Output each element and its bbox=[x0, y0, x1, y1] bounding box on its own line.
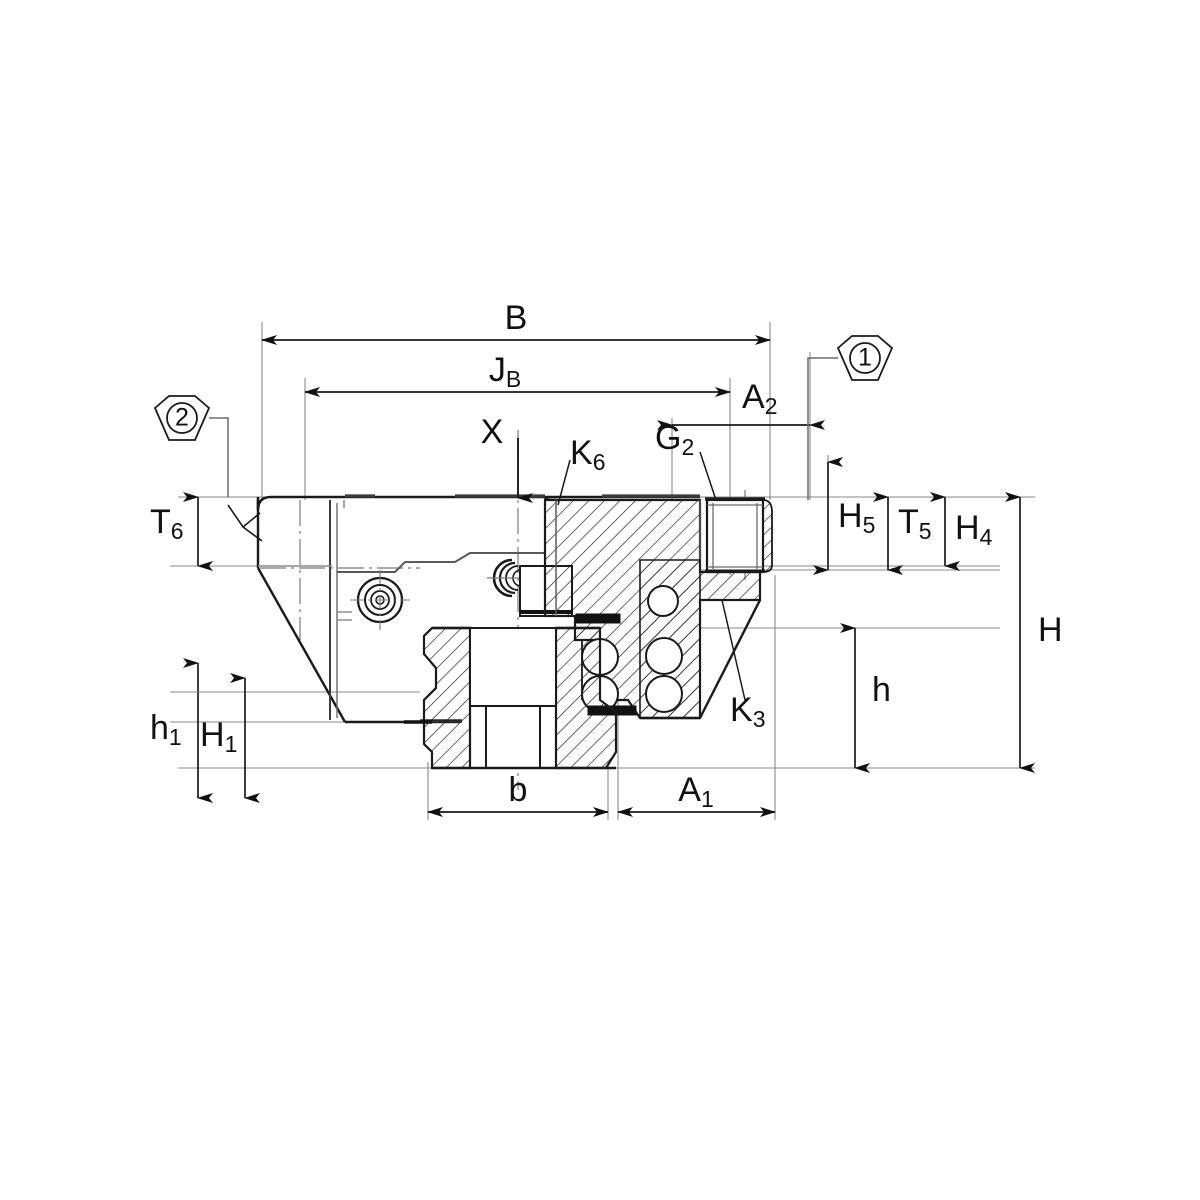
left-view-ledges bbox=[258, 565, 352, 621]
dimension-label-K6: K6 bbox=[570, 434, 605, 475]
g2-bore bbox=[705, 497, 773, 574]
dimension-label-JB: JB bbox=[489, 351, 521, 392]
seal-lip-profile bbox=[337, 552, 545, 573]
leader-K3 bbox=[721, 599, 746, 701]
dimension-label-h1: h1 bbox=[150, 709, 182, 750]
dimension-label-b: b bbox=[509, 771, 528, 809]
callout-2-surface-symbol bbox=[227, 504, 261, 529]
callout-2-leader bbox=[209, 417, 229, 497]
flank-outline bbox=[639, 559, 701, 719]
dimension-label-H5: H5 bbox=[838, 497, 875, 538]
dimension-label-H: H bbox=[1038, 611, 1063, 649]
dimension-label-A1: A1 bbox=[678, 771, 713, 812]
dimension-label-H1: H1 bbox=[200, 716, 237, 757]
guide-rail-section bbox=[422, 626, 618, 770]
carriage-left-taper bbox=[256, 567, 347, 723]
carriage-right-taper bbox=[698, 599, 762, 719]
callout-2-surface-symbol-tail bbox=[242, 526, 263, 542]
callout-2[interactable]: 2 bbox=[153, 395, 263, 542]
leader-K6 bbox=[557, 459, 571, 506]
dimension-label-h: h bbox=[872, 671, 891, 709]
dimension-label-X: X bbox=[481, 413, 504, 451]
callout-1-leader bbox=[807, 357, 838, 500]
section-corner-round bbox=[543, 495, 557, 501]
dimension-label-H4: H4 bbox=[955, 509, 993, 550]
leader-G2 bbox=[699, 451, 717, 501]
dimension-label-T6: T6 bbox=[150, 503, 184, 544]
dimension-h1 bbox=[170, 658, 230, 803]
callout-1[interactable]: 1 bbox=[807, 335, 894, 500]
dimension-label-T5: T5 bbox=[898, 503, 932, 544]
dimension-label-B: B bbox=[505, 299, 528, 337]
dimension-label-G2: G2 bbox=[655, 419, 694, 460]
dimension-label-A2: A2 bbox=[742, 378, 777, 419]
callout-2-number: 2 bbox=[175, 404, 189, 432]
lubrication-port-icon bbox=[350, 570, 410, 630]
dimension-label-K3: K3 bbox=[730, 691, 765, 732]
callout-1-number: 1 bbox=[858, 344, 872, 372]
